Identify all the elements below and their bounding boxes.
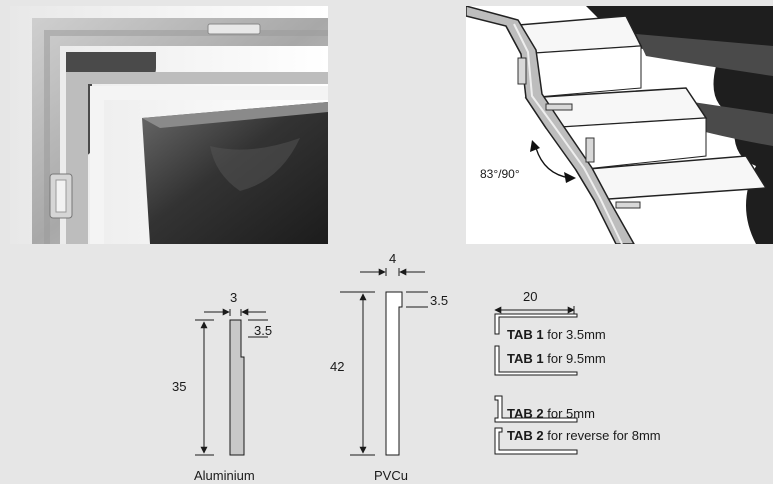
pvcu-step-label: 3.5 [430,293,448,308]
pvcu-height-label: 42 [330,359,344,374]
tab-length-label: 20 [523,289,537,304]
tab-label-3: TAB 2 for 5mm [507,406,595,421]
aluminium-height-label: 35 [172,379,186,394]
profile-dimension-diagram: 3 35 3.5 Aluminium 4 42 3.5 PVCu 20 [172,251,578,483]
pvcu-profile [340,268,428,456]
aluminium-step-label: 3.5 [254,323,272,338]
tab-name: TAB 2 [507,406,544,421]
tab-label-2: TAB 1 for 9.5mm [507,351,606,366]
frame-corner-photo [10,6,328,244]
tab-name: TAB 1 [507,351,544,366]
aluminium-caption: Aluminium [194,468,255,483]
tab-name: TAB 1 [507,327,544,342]
pvcu-caption: PVCu [374,468,408,483]
tab-name: TAB 2 [507,428,544,443]
angle-label: 83°/90° [480,167,520,181]
tab-desc: for reverse for 8mm [543,428,661,443]
stair-profile-illustration: 83°/90° [466,6,773,244]
aluminium-width-label: 3 [230,290,237,305]
tab-desc: for 3.5mm [543,327,606,342]
tab-desc: for 5mm [543,406,595,421]
tab-label-1: TAB 1 for 3.5mm [507,327,606,342]
tabs-group [494,306,578,455]
tab-label-4: TAB 2 for reverse for 8mm [507,428,661,443]
frame-corner-illustration [10,6,328,244]
aluminium-profile [195,308,268,456]
stair-profile-photo: 83°/90° [466,6,773,244]
pvcu-width-label: 4 [389,251,396,266]
tab-desc: for 9.5mm [543,351,606,366]
